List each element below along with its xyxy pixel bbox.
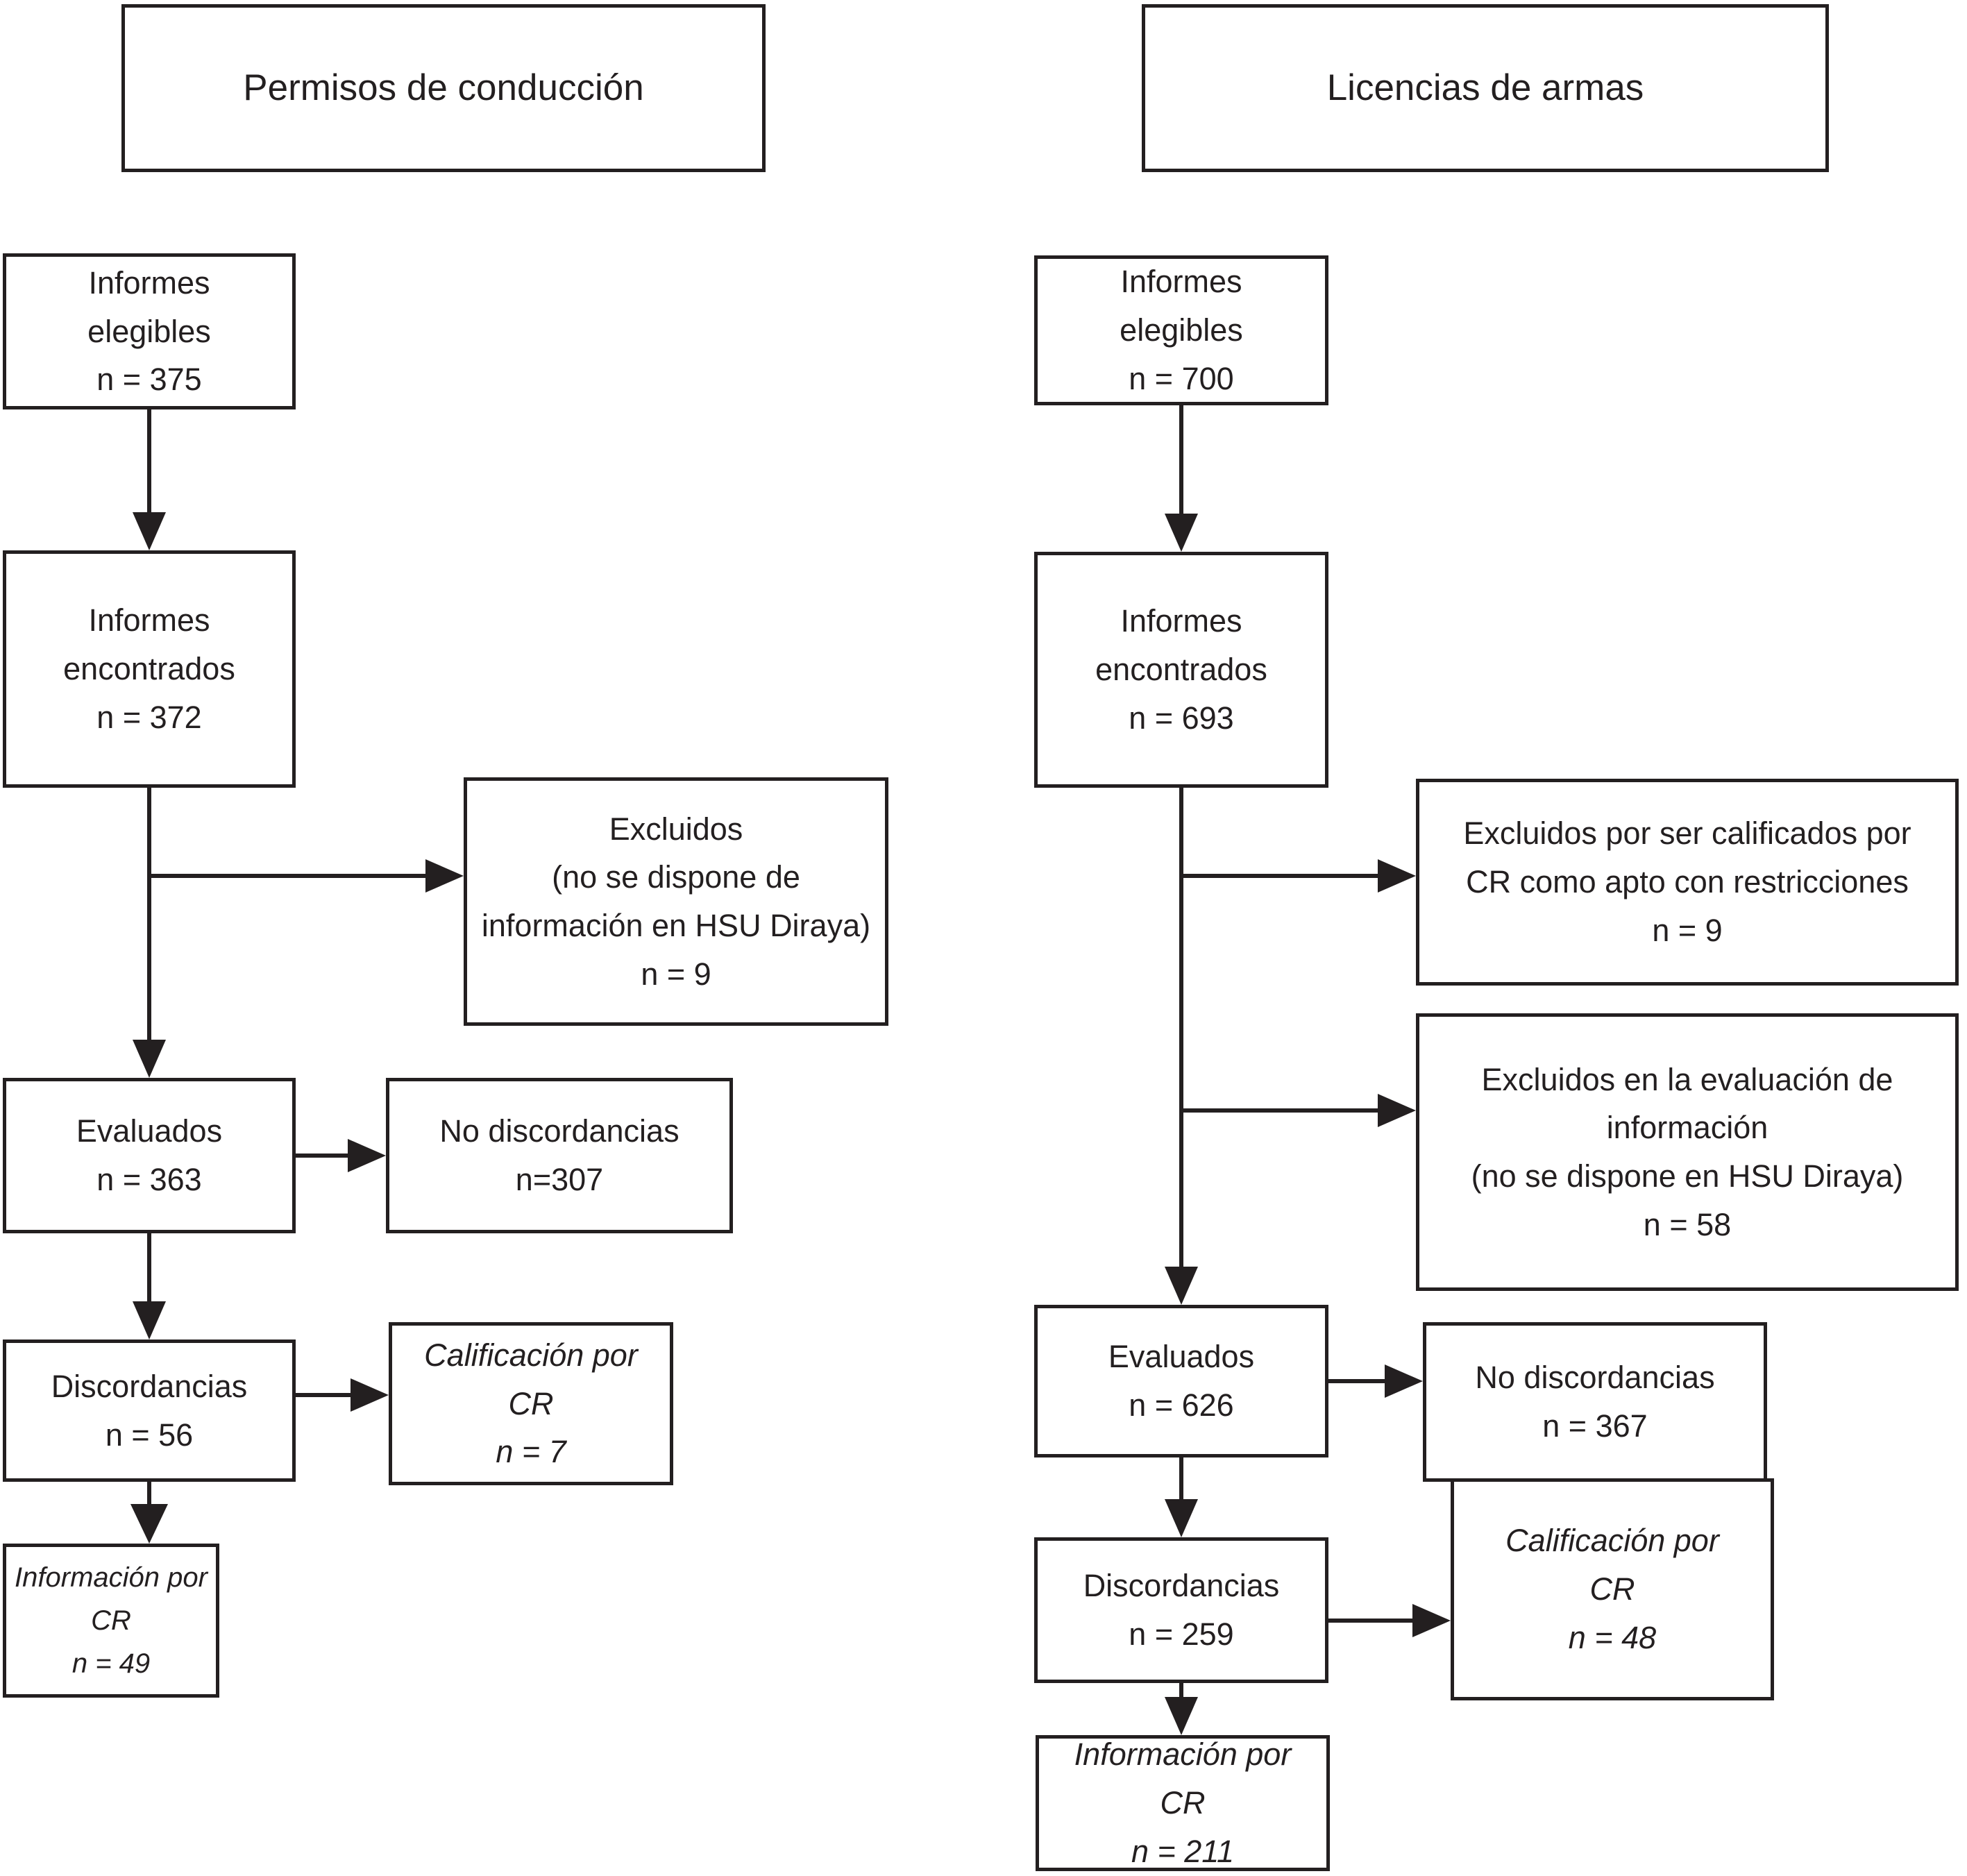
node-no-discordancias-left: No discordancias n=307 bbox=[386, 1078, 733, 1233]
node-evaluados-right: Evaluados n = 626 bbox=[1034, 1305, 1328, 1457]
node-evaluados-left: Evaluados n = 363 bbox=[3, 1078, 296, 1233]
node-calificacion-por-cr-left: Calificación por CR n = 7 bbox=[389, 1322, 673, 1485]
node-informacion-por-cr-left: Información por CR n = 49 bbox=[3, 1544, 219, 1698]
node-calificacion-por-cr-right: Calificación por CR n = 48 bbox=[1451, 1478, 1774, 1700]
node-excluidos-left: Excluidos (no se dispone de información … bbox=[464, 777, 888, 1026]
node-discordancias-right: Discordancias n = 259 bbox=[1034, 1537, 1328, 1683]
node-informes-encontrados-left: Informes encontrados n = 372 bbox=[3, 550, 296, 788]
column-title-licencias-de-armas: Licencias de armas bbox=[1142, 4, 1829, 172]
node-excluidos-evaluacion-informacion-right: Excluidos en la evaluación de informació… bbox=[1416, 1013, 1959, 1291]
node-discordancias-left: Discordancias n = 56 bbox=[3, 1340, 296, 1482]
column-title-permisos-de-conduccion: Permisos de conducción bbox=[121, 4, 766, 172]
node-informes-elegibles-left: Informes elegibles n = 375 bbox=[3, 253, 296, 409]
node-informes-encontrados-right: Informes encontrados n = 693 bbox=[1034, 552, 1328, 788]
node-excluidos-calificados-cr-right: Excluidos por ser calificados por CR com… bbox=[1416, 779, 1959, 986]
node-informes-elegibles-right: Informes elegibles n = 700 bbox=[1034, 255, 1328, 405]
node-informacion-por-cr-right: Información por CR n = 211 bbox=[1036, 1735, 1330, 1871]
node-no-discordancias-right: No discordancias n = 367 bbox=[1423, 1322, 1767, 1482]
